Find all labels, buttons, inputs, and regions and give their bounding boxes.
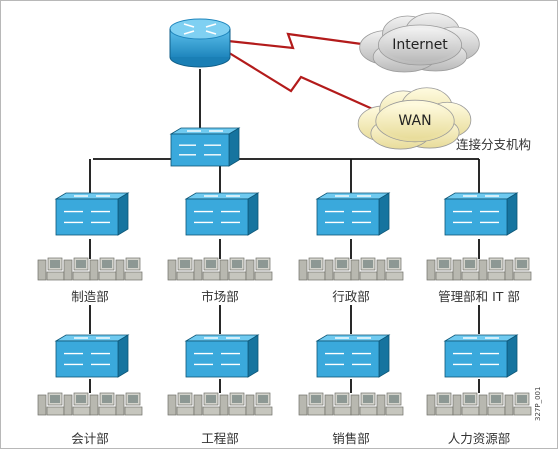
figure-code: 327P_001 [534,386,542,421]
nodes-layer [37,12,532,416]
workstation-icon [245,257,273,281]
workstation-icon [89,257,117,281]
workstation-icon [37,392,65,416]
wan-cloud-icon [357,87,472,150]
dept-switch-top-icon-0 [54,192,130,236]
workstation-icon [478,392,506,416]
workstation-icon [478,257,506,281]
links-layer [89,32,480,393]
dept-label-manufacturing: 制造部 [71,289,109,304]
dept-label-engineering: 工程部 [201,431,239,446]
workstation-icon [298,392,326,416]
dept-switch-bottom-icon-3 [443,334,519,378]
workstation-icon [298,257,326,281]
workstation-icon [115,257,143,281]
workstation-icon [167,392,195,416]
dept-label-administration: 行政部 [332,289,370,304]
dept-switch-top-icon-3 [443,192,519,236]
wan-label: WAN [398,113,432,129]
workstation-icon [89,392,117,416]
dept-switch-top-icon-1 [184,192,260,236]
workstation-icon [350,392,378,416]
workstation-icon [63,392,91,416]
dept-label-marketing: 市场部 [201,289,239,304]
workstation-icon [452,392,480,416]
workstation-icon [115,392,143,416]
dept-switch-bottom-icon-0 [54,334,130,378]
dept-label-management-it: 管理部和 IT 部 [438,289,520,304]
workstation-icon [426,392,454,416]
dept-label-hr: 人力资源部 [447,431,511,446]
workstation-icon [245,392,273,416]
workstation-icon [324,257,352,281]
workstation-icon [193,257,221,281]
workstation-icon [504,257,532,281]
workstation-icon [350,257,378,281]
workstation-icon [63,257,91,281]
internet-label: Internet [392,37,448,53]
dept-label-accounting: 会计部 [71,431,109,446]
router-icon [169,18,231,68]
workstation-icon [219,392,247,416]
workstation-icon [426,257,454,281]
dept-switch-bottom-icon-2 [315,334,391,378]
workstation-icon [37,257,65,281]
workstation-icon [324,392,352,416]
workstation-icon [452,257,480,281]
dept-label-sales: 销售部 [332,431,370,446]
dept-switch-top-icon-2 [315,192,391,236]
workstation-icon [193,392,221,416]
wan-branch-label: 连接分支机构 [456,137,532,152]
dept-switch-bottom-icon-1 [184,334,260,378]
workstation-icon [167,257,195,281]
workstation-icon [376,392,404,416]
internet-cloud-icon [359,12,480,73]
core-switch-icon [169,127,241,167]
wan-link [225,50,387,117]
internet-link [227,32,370,50]
workstation-icon [219,257,247,281]
workstation-icon [376,257,404,281]
workstation-icon [504,392,532,416]
